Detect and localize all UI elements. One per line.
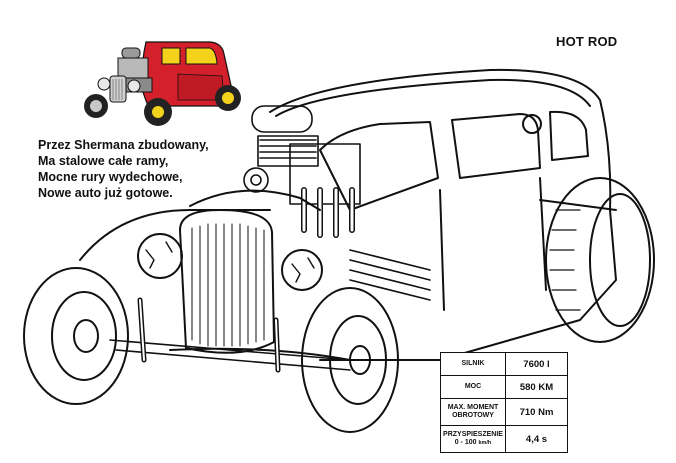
car-rear-wheel [545,177,655,343]
car-front-left-wheel [23,267,129,405]
spec-row-engine: SILNIK 7600 l [440,352,568,376]
spec-table: SILNIK 7600 l MOC 580 KM MAX. MOMENT OBR… [440,352,568,453]
spec-value: 4,4 s [505,425,568,453]
coloring-car-line-art [23,68,655,433]
car-grille [179,209,275,354]
poem-line: Nowe auto już gotowe. [38,186,173,200]
spec-row-power: MOC 580 KM [440,375,568,399]
spec-label-line: PRZYSPIESZENIE [443,431,503,438]
spec-label-line: OBROTOWY [452,412,494,419]
spec-value: 710 Nm [505,398,568,426]
spec-row-acceleration: PRZYSPIESZENIE 0 - 100 km/h 4,4 s [440,425,568,453]
spec-label-unit: km/h [478,440,492,446]
reference-car-body [139,41,233,107]
poem-line: Ma stalowe całe ramy, [38,154,169,168]
car-headlights [137,233,323,291]
spec-label: SILNIK [440,352,506,376]
reference-car-engine [117,47,153,93]
spec-label: MAX. MOMENT OBROTOWY [440,398,506,426]
poem-line: Przez Shermana zbudowany, [38,138,209,152]
spec-label: MOC [440,375,506,399]
reference-car-headlights [97,77,141,93]
spec-row-torque: MAX. MOMENT OBROTOWY 710 Nm [440,398,568,426]
reference-car-grille [109,75,127,103]
spec-label-line: 0 - 100 km/h [443,439,503,447]
spec-label: PRZYSPIESZENIE 0 - 100 km/h [440,425,506,453]
car-front-right-wheel [301,287,399,433]
poem: Przez Shermana zbudowany, Ma stalowe cał… [38,137,209,201]
car-front-suspension [109,297,351,373]
spec-value: 580 KM [505,375,568,399]
spec-label-line: MAX. MOMENT [447,404,499,411]
page-title: HOT ROD [556,34,618,49]
reference-car-wheels [84,85,241,126]
color-reference-car-illustration [84,41,241,126]
spec-value: 7600 l [505,352,568,376]
car-cabin-outline [269,68,617,361]
poem-line: Mocne rury wydechowe, [38,170,183,184]
car-engine [243,105,431,301]
spec-label-range: 0 - 100 [454,439,477,446]
car-body-outline [79,189,617,361]
